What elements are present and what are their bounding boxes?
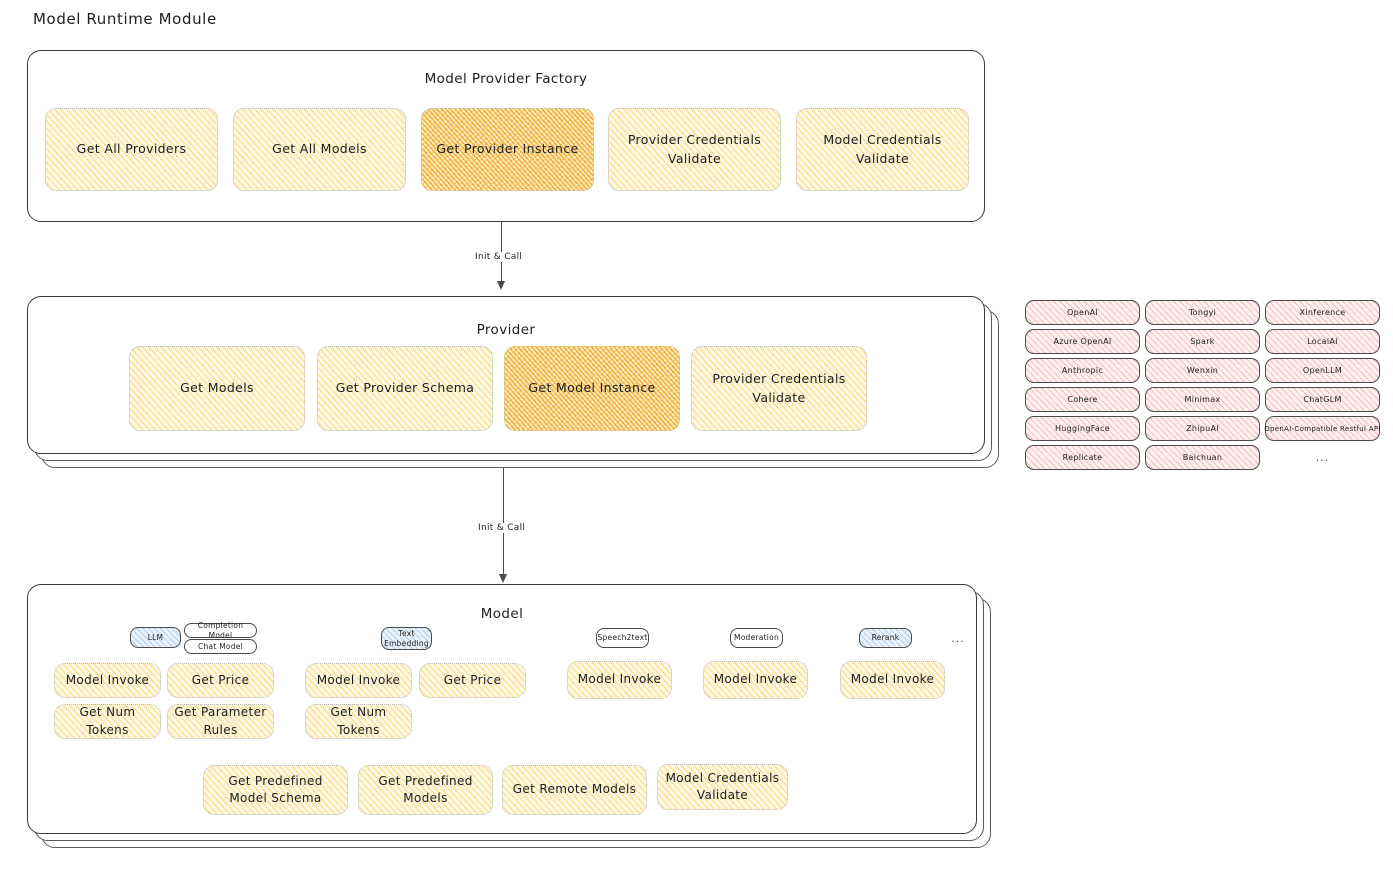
provider-pill-baichuan[interactable]: Baichuan xyxy=(1145,445,1260,470)
speech2text-action-model-invoke[interactable]: Model Invoke xyxy=(567,661,672,699)
provider-pill-huggingface[interactable]: HuggingFace xyxy=(1025,416,1140,441)
provider-pill-localai[interactable]: LocalAI xyxy=(1265,329,1380,354)
llm-action-get-price[interactable]: Get Price xyxy=(167,663,274,698)
text-embedding-action-get-price[interactable]: Get Price xyxy=(419,663,526,698)
provider-pill-openllm[interactable]: OpenLLM xyxy=(1265,358,1380,383)
rerank-action-model-invoke[interactable]: Model Invoke xyxy=(840,661,945,699)
provider-item-get-model-instance[interactable]: Get Model Instance xyxy=(504,346,680,431)
model-common-action-model-credentials-validate[interactable]: Model Credentials Validate xyxy=(657,764,788,810)
llm-action-get-parameter-rules[interactable]: Get Parameter Rules xyxy=(167,704,274,739)
text-embedding-action-get-num-tokens[interactable]: Get Num Tokens xyxy=(305,704,412,739)
provider-pill-replicate[interactable]: Replicate xyxy=(1025,445,1140,470)
provider-pill-openai[interactable]: OpenAI xyxy=(1025,300,1140,325)
moderation-action-model-invoke[interactable]: Model Invoke xyxy=(703,661,808,699)
model-type-badge-text-embedding[interactable]: Text Embedding xyxy=(381,627,432,650)
llm-action-model-invoke[interactable]: Model Invoke xyxy=(54,663,161,698)
factory-item-get-all-providers[interactable]: Get All Providers xyxy=(45,108,218,191)
provider-pill-zhipuai[interactable]: ZhipuAI xyxy=(1145,416,1260,441)
arrow-factory-to-provider-head xyxy=(497,281,505,290)
model-subtype-badge-completion-model[interactable]: Completion Model xyxy=(184,621,257,640)
page-title: Model Runtime Module xyxy=(33,10,217,28)
factory-item-get-provider-instance[interactable]: Get Provider Instance xyxy=(421,108,594,191)
arrow-factory-to-provider-label: Init & Call xyxy=(471,252,527,262)
arrow-provider-to-model-label: Init & Call xyxy=(474,523,530,533)
model-title: Model xyxy=(480,606,524,622)
provider-item-provider-credentials-validate[interactable]: Provider Credentials Validate xyxy=(691,346,867,431)
provider-item-get-models[interactable]: Get Models xyxy=(129,346,305,431)
provider-list: OpenAI Azure OpenAI Anthropic Cohere Hug… xyxy=(1025,300,1380,475)
model-types-more: ... xyxy=(951,632,965,645)
factory-item-provider-credentials-validate[interactable]: Provider Credentials Validate xyxy=(608,108,781,191)
text-embedding-action-model-invoke[interactable]: Model Invoke xyxy=(305,663,412,698)
provider-title: Provider xyxy=(476,322,536,338)
model-provider-factory-title: Model Provider Factory xyxy=(424,71,588,87)
model-type-badge-moderation[interactable]: Moderation xyxy=(730,628,783,648)
provider-item-get-provider-schema[interactable]: Get Provider Schema xyxy=(317,346,493,431)
provider-pill-cohere[interactable]: Cohere xyxy=(1025,387,1140,412)
arrow-provider-to-model-head xyxy=(499,574,507,583)
provider-list-more: ... xyxy=(1315,451,1330,464)
factory-item-model-credentials-validate[interactable]: Model Credentials Validate xyxy=(796,108,969,191)
provider-pill-openai-compatible-restful-api[interactable]: OpenAI-Compatible Restful API xyxy=(1264,416,1380,441)
model-common-action-get-predefined-model-schema[interactable]: Get Predefined Model Schema xyxy=(203,765,348,815)
provider-pill-tongyi[interactable]: Tongyi xyxy=(1145,300,1260,325)
factory-item-get-all-models[interactable]: Get All Models xyxy=(233,108,406,191)
model-common-action-get-remote-models[interactable]: Get Remote Models xyxy=(502,765,647,815)
model-type-badge-rerank[interactable]: Rerank xyxy=(859,628,912,648)
provider-pill-xinference[interactable]: Xinference xyxy=(1265,300,1380,325)
provider-pill-wenxin[interactable]: Wenxin xyxy=(1145,358,1260,383)
provider-pill-spark[interactable]: Spark xyxy=(1145,329,1260,354)
provider-pill-anthropic[interactable]: Anthropic xyxy=(1025,358,1140,383)
provider-pill-chatglm[interactable]: ChatGLM xyxy=(1265,387,1380,412)
llm-action-get-num-tokens[interactable]: Get Num Tokens xyxy=(54,704,161,739)
model-common-action-get-predefined-models[interactable]: Get Predefined Models xyxy=(358,765,493,815)
model-type-badge-speech2text[interactable]: Speech2text xyxy=(596,628,649,648)
provider-pill-azure-openai[interactable]: Azure OpenAI xyxy=(1025,329,1140,354)
provider-pill-minimax[interactable]: Minimax xyxy=(1145,387,1260,412)
model-subtype-badge-chat-model[interactable]: Chat Model xyxy=(184,639,257,654)
model-type-badge-llm[interactable]: LLM xyxy=(130,627,181,648)
